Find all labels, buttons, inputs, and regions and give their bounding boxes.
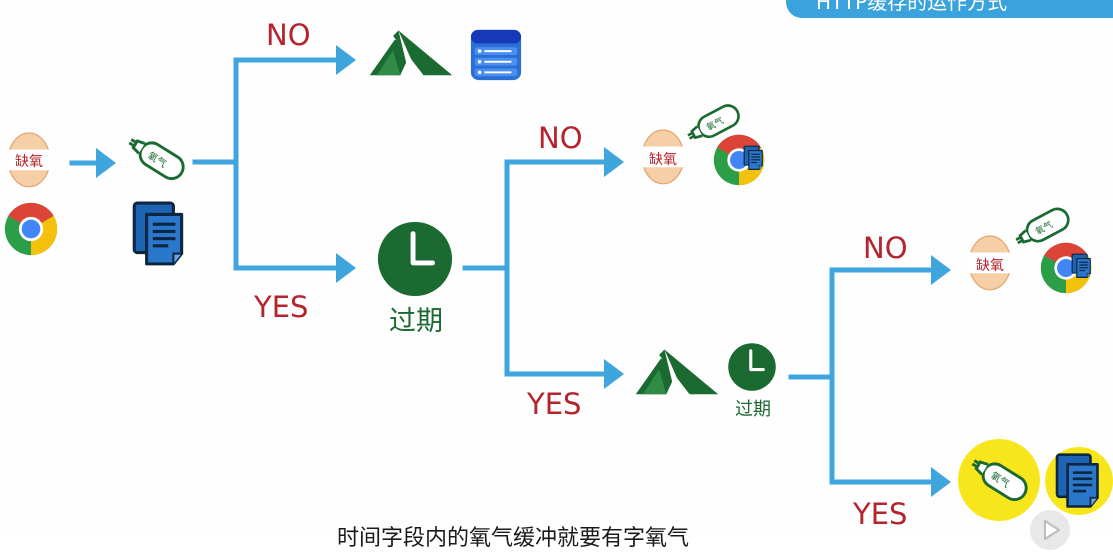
- connector-branch-3: [788, 267, 938, 485]
- expired-label: 过期: [735, 399, 771, 420]
- yes-outcome-2: 过期: [635, 342, 777, 420]
- server-icon: [470, 29, 522, 81]
- clock-icon: [727, 342, 777, 392]
- connector-branch-2: [462, 159, 611, 377]
- arrowhead-no-3: [931, 255, 951, 285]
- egg-label: 缺氧: [15, 154, 43, 170]
- connector-lines: [69, 57, 938, 485]
- oxygen-tank-icon: 氧气: [1007, 188, 1080, 268]
- tent-icon: [635, 349, 719, 395]
- egg-icon: 缺氧: [639, 129, 687, 185]
- arrowhead-yes-3: [931, 467, 951, 497]
- arrowhead-no-1: [336, 45, 356, 75]
- oxygen-tank-icon: 氧气: [678, 85, 750, 163]
- yes-label-3: YES: [852, 497, 907, 531]
- no-outcome-3: 缺氧 氧气: [966, 188, 1092, 294]
- branch-labels: NO YES NO YES NO YES: [253, 18, 908, 531]
- arrowhead-start: [96, 148, 116, 178]
- cache-flow-diagram: NO YES NO YES NO YES 缺氧 氧气 过期 缺氧: [4, 18, 1113, 531]
- no-label-2: NO: [538, 121, 583, 155]
- video-subtitle: 时间字段内的氧气缓冲就要有字氧气: [337, 526, 690, 551]
- connector-branch-1: [192, 57, 343, 271]
- header-title: HTTP缓存的运作方式: [786, 0, 1113, 18]
- expired-label: 过期: [389, 306, 443, 337]
- yes-outcome-3: 氧气: [958, 439, 1113, 521]
- video-frame: NO YES NO YES NO YES 缺氧 氧气 过期 缺氧: [4, 0, 1113, 550]
- arrowheads: [96, 45, 951, 497]
- play-button[interactable]: [1030, 510, 1070, 550]
- arrowhead-yes-2: [604, 359, 624, 389]
- clock-icon: [378, 222, 452, 296]
- egg-label: 缺氧: [976, 258, 1004, 274]
- tent-icon: [369, 30, 453, 76]
- arrowhead-no-2: [604, 147, 624, 177]
- no-outcome-2: 缺氧 氧气: [639, 85, 765, 186]
- arrowhead-yes-1: [336, 253, 356, 283]
- egg-label: 缺氧: [649, 152, 677, 168]
- oxygen-tank-icon: 氧气: [966, 452, 1033, 506]
- expired-node: 过期: [378, 222, 452, 337]
- yes-label-2: YES: [526, 387, 581, 421]
- egg-icon: 缺氧: [966, 235, 1014, 291]
- document-icon: [132, 201, 184, 266]
- no-outcome-1: [369, 29, 522, 81]
- no-label-3: NO: [863, 231, 908, 265]
- yes-label-1: YES: [253, 290, 308, 324]
- play-icon: [1044, 520, 1060, 540]
- egg-icon: 缺氧: [5, 132, 53, 188]
- start-node: 缺氧 氧气: [4, 130, 190, 266]
- chrome-icon: [4, 202, 58, 256]
- oxygen-tank-icon: 氧气: [123, 130, 190, 185]
- no-label-1: NO: [266, 18, 311, 52]
